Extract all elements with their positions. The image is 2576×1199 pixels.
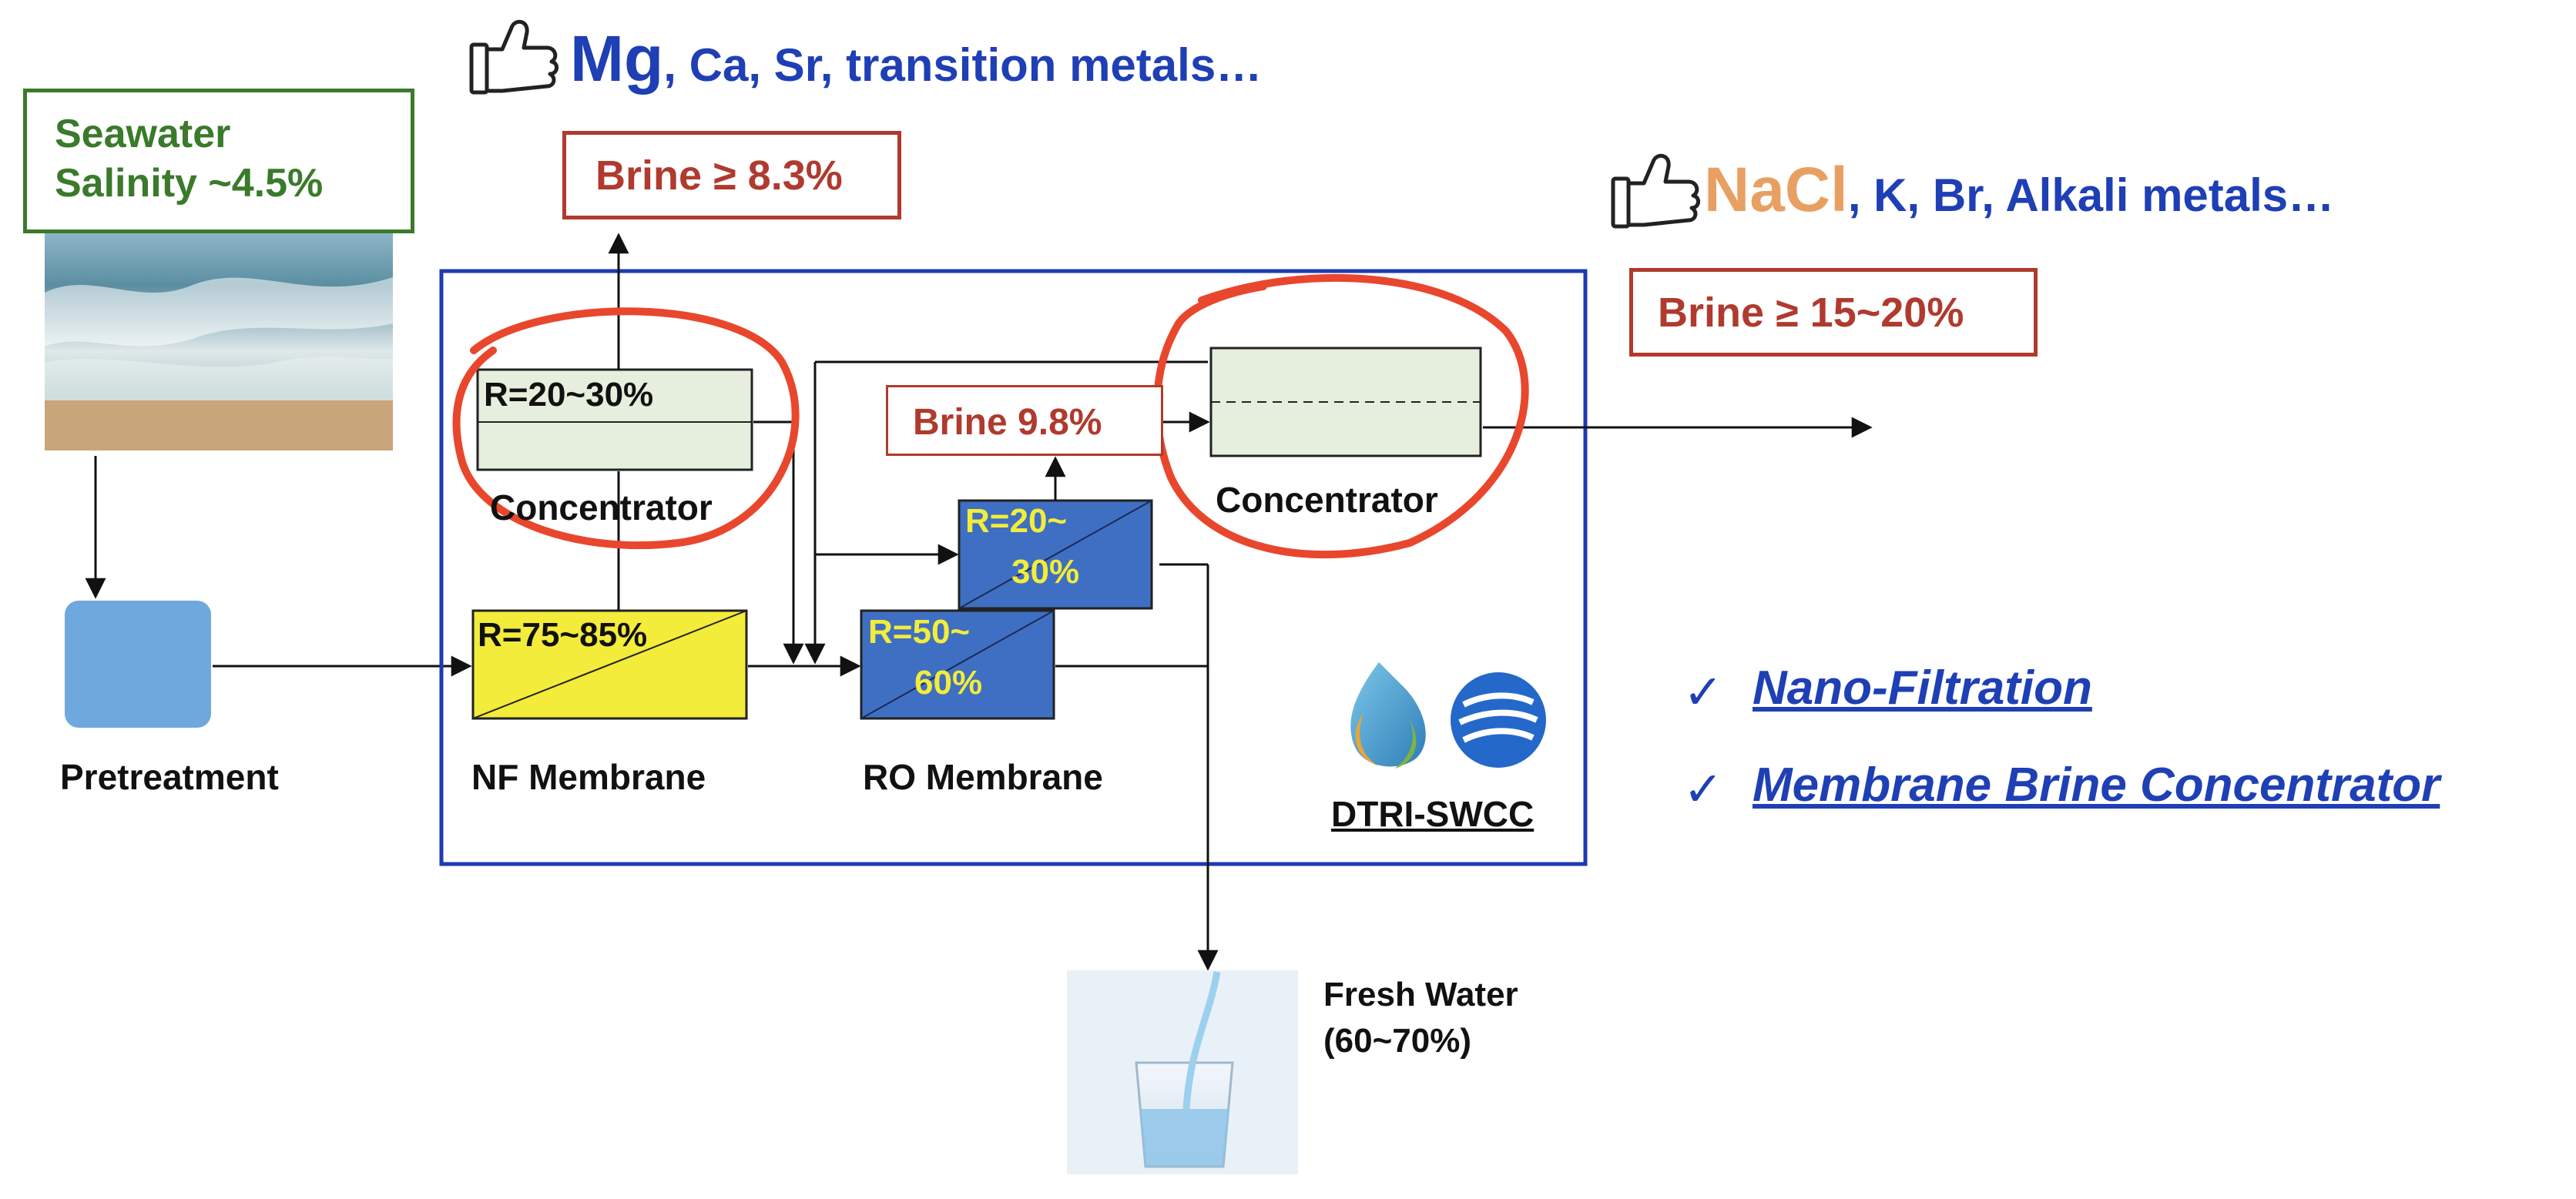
main-concentrator-label: Concentrator [1216,480,1438,520]
seawater-photo [45,231,393,450]
nf-concentrator-recovery: R=20~30% [484,376,654,414]
ro-lower-recovery-1: R=50~ [868,613,971,651]
brine-15-20-box: Brine ≥ 15~20% [1629,268,2038,357]
highlight-nano-filtration: Nano-Filtration [1753,661,2092,715]
highlight-membrane-brine-concentrator: Membrane Brine Concentrator [1753,759,2440,812]
fresh-water-label: Fresh Water (60~70%) [1323,972,1518,1064]
ro-lower-recovery-2: 60% [914,664,983,702]
mg-heading: Mg, Ca, Sr, transition metals… [570,22,1262,96]
annotation-circle-main [1152,273,1529,559]
fresh-water-percent: (60~70%) [1323,1022,1472,1060]
thumbs-up-icon [469,19,558,95]
seawater-title: Seawater [55,112,231,156]
thumbs-up-icon [1611,153,1700,229]
mg-lead: Mg [570,22,664,95]
ro-upper-recovery-1: R=20~ [965,502,1068,540]
mg-rest: , Ca, Sr, transition metals… [663,39,1263,91]
dtri-swcc-label: DTRI-SWCC [1331,794,1535,834]
dtri-drop-logo [1350,662,1426,769]
pretreatment-label: Pretreatment [60,757,279,797]
seawater-label-box: Seawater Salinity ~4.5% [23,89,414,233]
swcc-logo [1451,672,1546,768]
brine-9-8-label: Brine 9.8% [913,402,1102,443]
brine-9-8-box: Brine 9.8% [886,385,1163,456]
nf-concentrator-label: Concentrator [490,487,713,527]
fresh-water-glass-photo [1067,970,1298,1174]
check-icon: ✓ [1683,763,1723,816]
nf-membrane-recovery: R=75~85% [478,616,648,654]
fresh-water-title: Fresh Water [1323,976,1518,1013]
ro-membrane-label: RO Membrane [863,757,1103,797]
nacl-heading: NaCl, K, Br, Alkali metals… [1704,154,2334,226]
brine-8-3-box: Brine ≥ 8.3% [562,131,901,219]
nacl-rest: , K, Br, Alkali metals… [1847,169,2335,221]
annotation-circle-nf [452,307,800,550]
pretreatment-tank [65,601,211,728]
nacl-lead: NaCl [1704,155,1848,225]
brine-15-20-label: Brine ≥ 15~20% [1658,290,1964,336]
ro-upper-recovery-2: 30% [1011,553,1080,591]
check-icon: ✓ [1683,666,1723,719]
brine-8-3-label: Brine ≥ 8.3% [595,152,843,199]
seawater-salinity: Salinity ~4.5% [55,161,324,206]
nf-membrane-label: NF Membrane [471,757,706,797]
